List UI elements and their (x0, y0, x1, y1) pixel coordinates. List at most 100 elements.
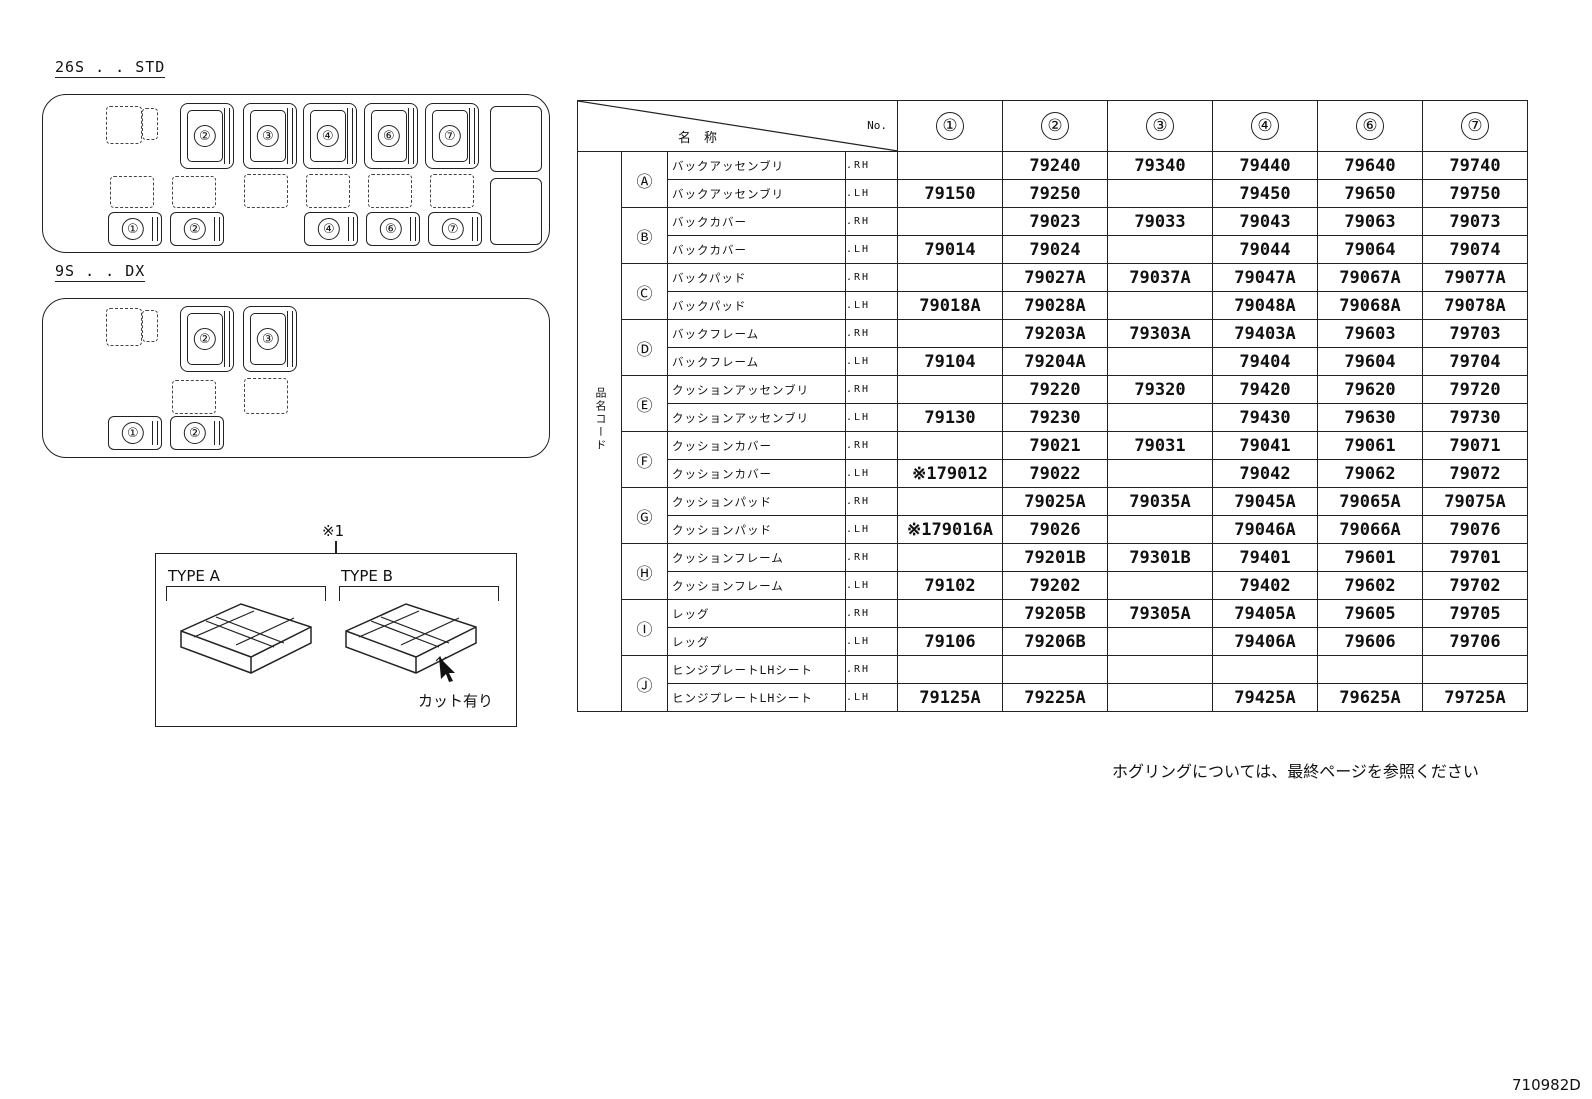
part-code-cell: 79703 (1422, 319, 1528, 348)
note-marker: ※1 (322, 522, 345, 540)
column-header-3: ③ (1107, 100, 1213, 152)
part-code-cell (897, 599, 1003, 628)
part-code-cell: 79150 (897, 179, 1003, 208)
part-code-cell: 79705 (1422, 599, 1528, 628)
seat-3: ③ (243, 103, 297, 169)
part-code-cell: 79425A (1212, 683, 1318, 712)
part-code-cell: 79042 (1212, 459, 1318, 488)
part-code-cell: 79033 (1107, 207, 1213, 236)
cushion-type-box: TYPE A TYPE B カット有り (155, 553, 517, 727)
part-name: クッションアッセンブリ (667, 375, 846, 404)
group-code-cell: Ⓑ (621, 207, 668, 264)
part-code-cell: 79730 (1422, 403, 1528, 432)
part-code-cell (897, 431, 1003, 460)
part-code-cell: 79250 (1002, 179, 1108, 208)
part-code-cell (1107, 627, 1213, 656)
column-header-7: ⑦ (1422, 100, 1528, 152)
part-code-cell: 79130 (897, 403, 1003, 432)
part-code-cell: 79061 (1317, 431, 1423, 460)
part-code-cell: 79301B (1107, 543, 1213, 572)
part-code-cell (1212, 655, 1318, 684)
folding-seat (306, 174, 350, 208)
part-code-cell (1317, 655, 1423, 684)
part-side: .RH (845, 207, 898, 236)
layout-label-9s: 9S . . DX (55, 262, 146, 282)
part-code-cell (1107, 291, 1213, 320)
part-code-cell: 79225A (1002, 683, 1108, 712)
part-code-cell: 79650 (1317, 179, 1423, 208)
part-code-cell: 79045A (1212, 487, 1318, 516)
part-code-cell: 79740 (1422, 151, 1528, 180)
part-code-cell: 79205B (1002, 599, 1108, 628)
part-code-cell (897, 375, 1003, 404)
part-code-cell: 79305A (1107, 599, 1213, 628)
part-code-cell: 79066A (1317, 515, 1423, 544)
part-side: .RH (845, 375, 898, 404)
part-code-cell: 79405A (1212, 599, 1318, 628)
part-code-cell: 79073 (1422, 207, 1528, 236)
rear-bench-lower (490, 178, 542, 245)
part-code-cell: ※179012 (897, 459, 1003, 488)
part-code-cell: 79206B (1002, 627, 1108, 656)
part-code-cell: 79062 (1317, 459, 1423, 488)
part-side: .RH (845, 431, 898, 460)
part-code-cell: 79041 (1212, 431, 1318, 460)
type-b-label: TYPE B (341, 567, 393, 585)
part-side: .LH (845, 571, 898, 600)
part-code-cell: 79303A (1107, 319, 1213, 348)
part-name: レッグ (667, 627, 846, 656)
part-side: .LH (845, 347, 898, 376)
side-label-cell: 品名コード (577, 151, 622, 712)
part-side: .RH (845, 319, 898, 348)
part-code-cell: 79102 (897, 571, 1003, 600)
cut-arrow-icon (439, 657, 455, 682)
part-code-cell: 79701 (1422, 543, 1528, 572)
part-code-cell: 79220 (1002, 375, 1108, 404)
part-code-cell: 79406A (1212, 627, 1318, 656)
part-code-cell (897, 487, 1003, 516)
seat-2-lower: ② (170, 416, 224, 450)
part-code-cell: 79725A (1422, 683, 1528, 712)
part-code-cell: 79404 (1212, 347, 1318, 376)
part-name: クッションフレーム (667, 543, 846, 572)
part-side: .RH (845, 599, 898, 628)
part-code-cell (1107, 571, 1213, 600)
group-code-cell: Ⓙ (621, 655, 668, 712)
part-code-cell: 79071 (1422, 431, 1528, 460)
header-name: 名 称 (678, 131, 718, 146)
part-side: .LH (845, 459, 898, 488)
type-b-bracket (339, 586, 499, 601)
part-side: .LH (845, 403, 898, 432)
seat-4: ④ (303, 103, 357, 169)
seat-4-lower: ④ (304, 212, 358, 246)
group-code-cell: Ⓐ (621, 151, 668, 208)
part-code-cell: 79402 (1212, 571, 1318, 600)
part-name: バックアッセンブリ (667, 179, 846, 208)
part-code-cell: 79204A (1002, 347, 1108, 376)
part-code-cell: 79031 (1107, 431, 1213, 460)
part-name: ヒンジプレートLHシート (667, 683, 846, 712)
part-code-cell: 79602 (1317, 571, 1423, 600)
part-code-cell (897, 319, 1003, 348)
column-header-1: ① (897, 100, 1003, 152)
part-code-cell: 79067A (1317, 263, 1423, 292)
part-code-cell: 79063 (1317, 207, 1423, 236)
part-code-cell: 79047A (1212, 263, 1318, 292)
group-code-cell: Ⓓ (621, 319, 668, 376)
part-code-cell: 79023 (1002, 207, 1108, 236)
part-code-cell: 79203A (1002, 319, 1108, 348)
part-code-cell: 79046A (1212, 515, 1318, 544)
part-code-cell: 79603 (1317, 319, 1423, 348)
part-code-cell: 79750 (1422, 179, 1528, 208)
folding-seat (172, 176, 216, 208)
part-code-cell: 79024 (1002, 235, 1108, 264)
part-code-cell: 79125A (897, 683, 1003, 712)
